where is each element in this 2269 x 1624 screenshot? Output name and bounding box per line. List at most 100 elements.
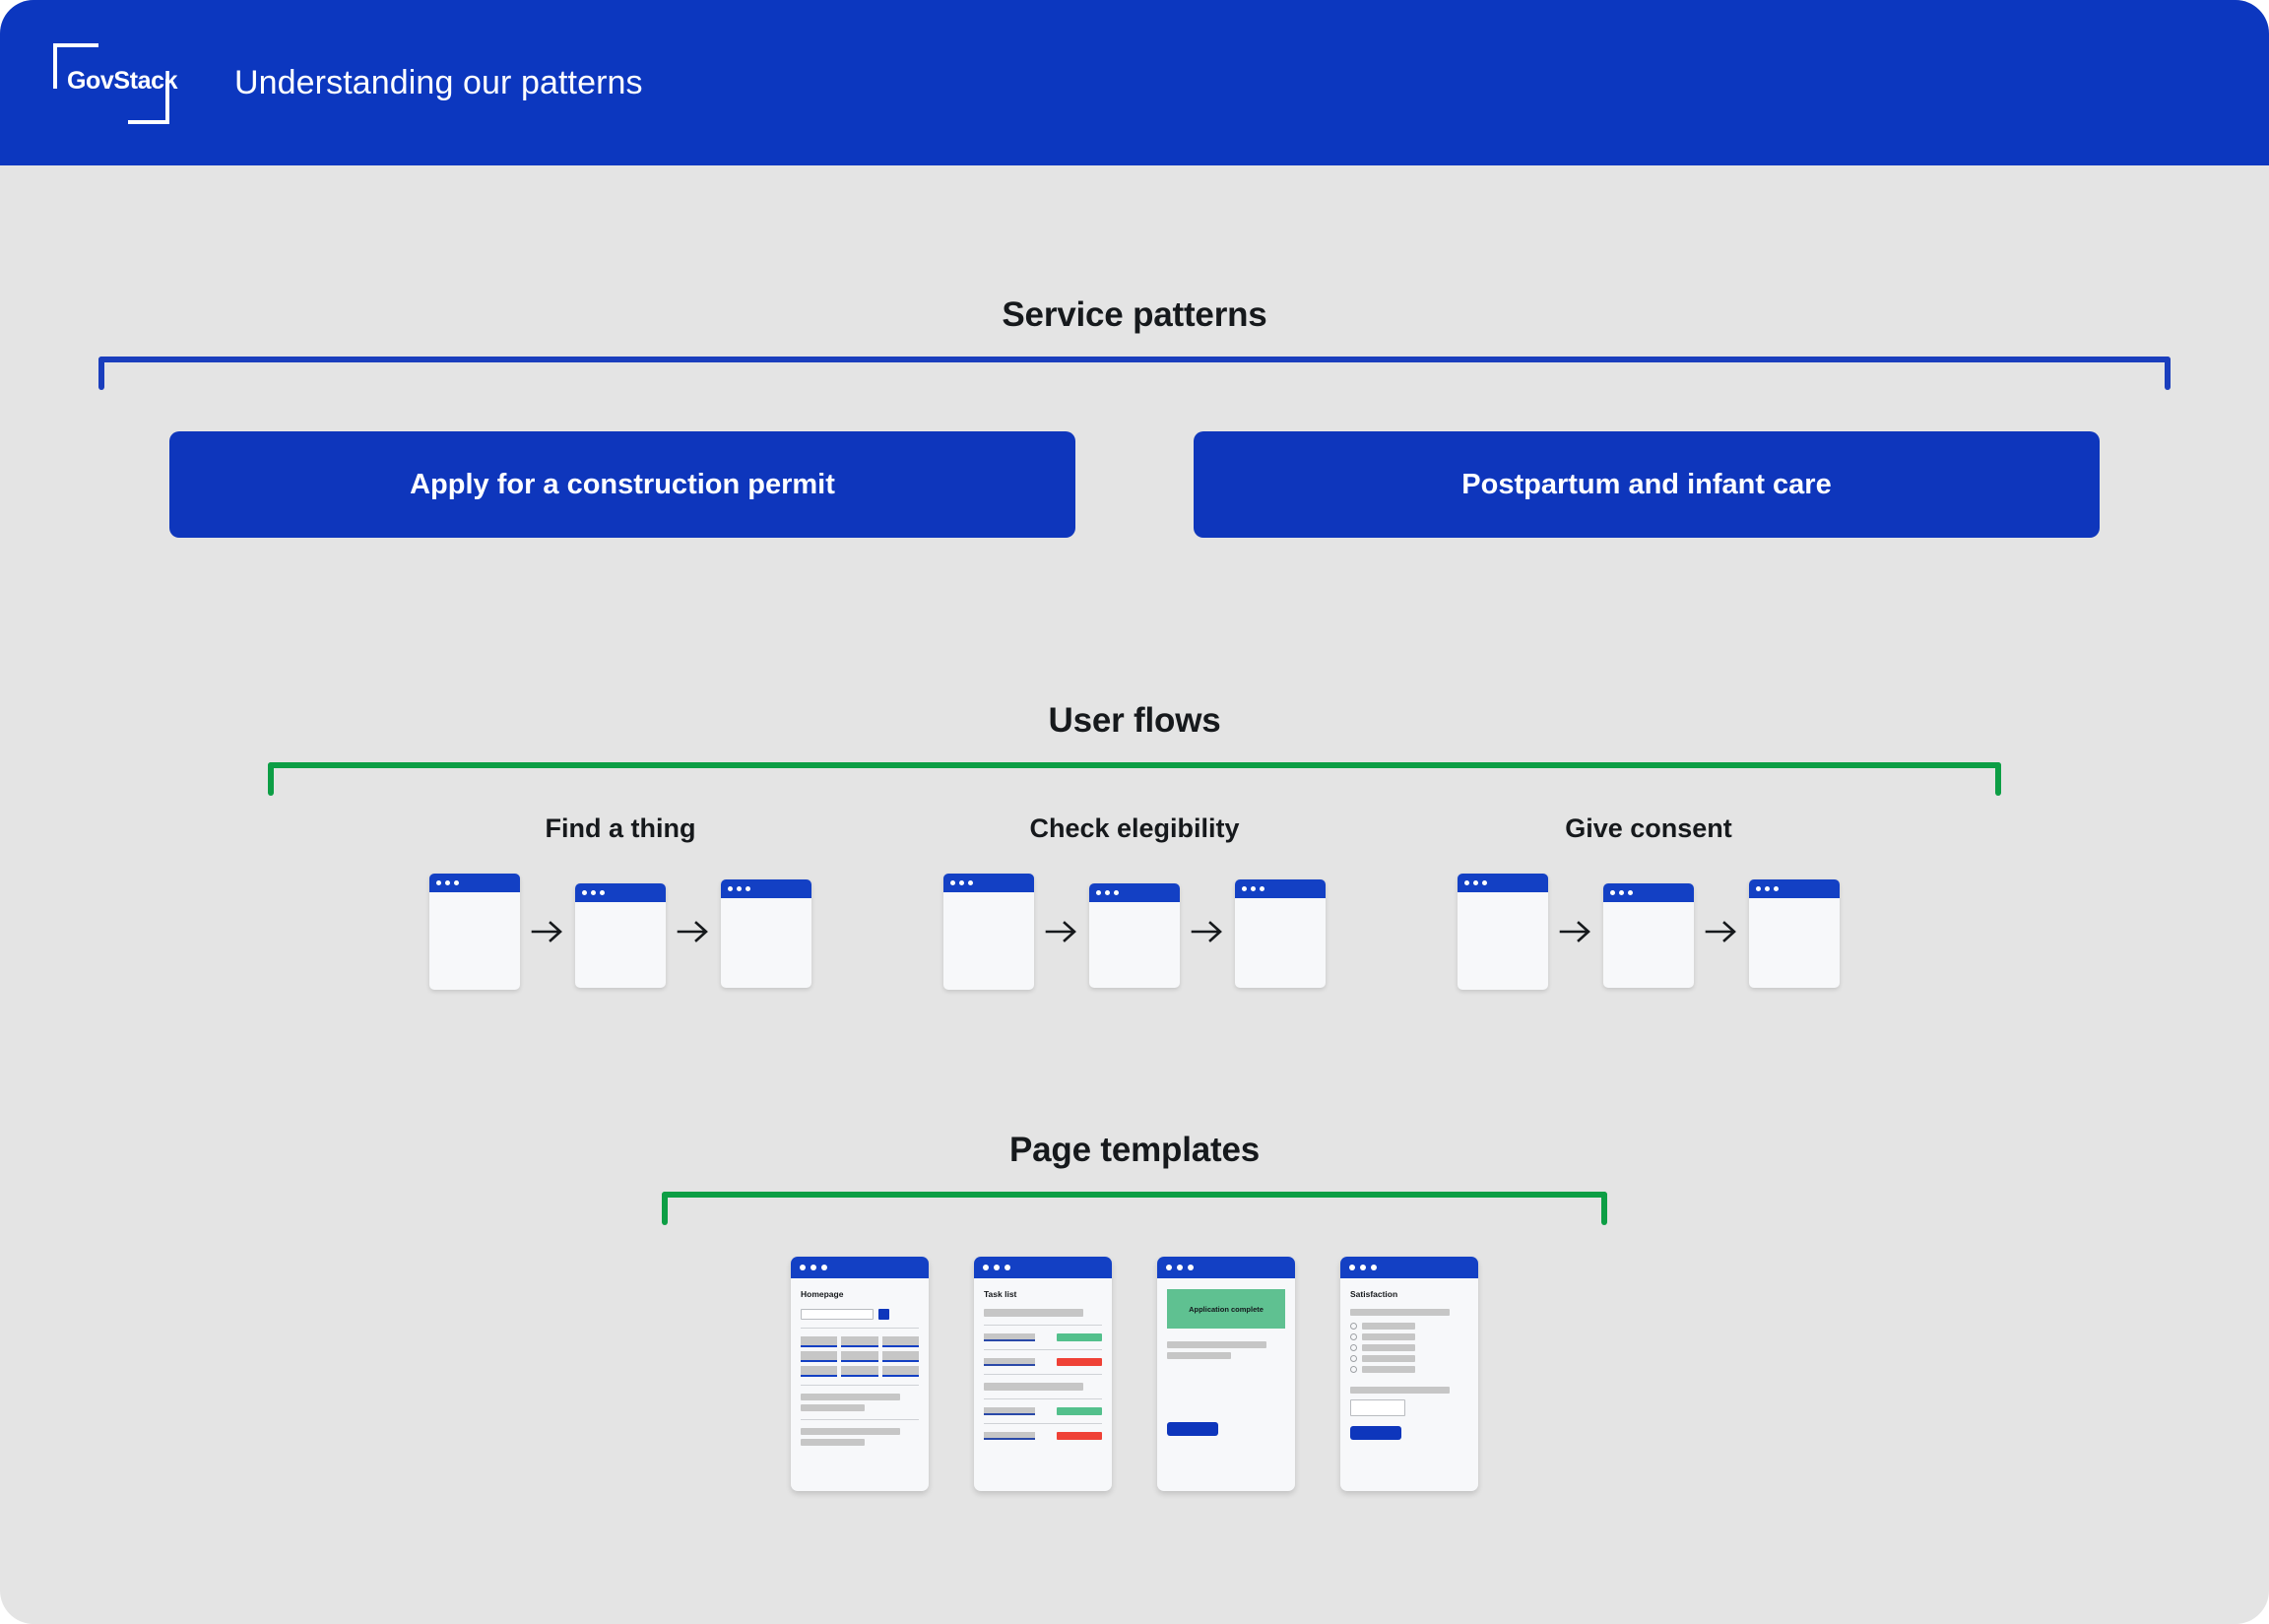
radio-button-icon[interactable] [1350, 1355, 1357, 1362]
window-dot-icon [445, 880, 450, 885]
window-dot-icon [737, 886, 742, 891]
window-titlebar [1340, 1257, 1478, 1278]
radio-option[interactable] [1350, 1355, 1468, 1362]
service-pattern-buttons: Apply for a construction permit Postpart… [169, 431, 2100, 538]
task-section-heading [984, 1309, 1083, 1317]
category-tile[interactable] [881, 1351, 919, 1362]
category-tile[interactable] [801, 1366, 838, 1377]
window-titlebar [974, 1257, 1112, 1278]
service-pattern-button-construction-permit[interactable]: Apply for a construction permit [169, 431, 1075, 538]
flow-step-window[interactable] [1749, 879, 1840, 988]
radio-button-icon[interactable] [1350, 1344, 1357, 1351]
window-dot-icon [600, 890, 605, 895]
category-tile[interactable] [841, 1351, 878, 1362]
flow-step-window[interactable] [429, 874, 520, 990]
submit-button[interactable] [1350, 1426, 1401, 1440]
window-titlebar [1235, 879, 1326, 898]
window-titlebar [791, 1257, 929, 1278]
divider [984, 1374, 1102, 1375]
comment-textarea[interactable] [1350, 1399, 1405, 1416]
flow-step-window[interactable] [575, 883, 666, 988]
flow-step-window[interactable] [721, 879, 811, 988]
divider [984, 1349, 1102, 1350]
status-badge-complete [1057, 1407, 1102, 1415]
window-titlebar [1603, 883, 1694, 902]
radio-button-icon[interactable] [1350, 1323, 1357, 1330]
flow-step-window[interactable] [1603, 883, 1694, 988]
flow-step-window[interactable] [1235, 879, 1326, 988]
task-row[interactable] [984, 1333, 1102, 1341]
radio-option-label [1362, 1333, 1415, 1340]
bracket-tick-left [268, 762, 274, 796]
window-dot-icon [1619, 890, 1624, 895]
bracket-tick-right [1601, 1192, 1607, 1225]
bracket-tick-left [98, 357, 104, 390]
user-flow-steps [423, 874, 817, 990]
flow-step-window[interactable] [1089, 883, 1180, 988]
task-link[interactable] [984, 1333, 1035, 1341]
task-link[interactable] [984, 1432, 1035, 1440]
placeholder-text-line [1167, 1352, 1231, 1359]
window-dot-icon [1628, 890, 1633, 895]
radio-option[interactable] [1350, 1366, 1468, 1373]
search-button[interactable] [878, 1309, 889, 1320]
radio-button-icon[interactable] [1350, 1366, 1357, 1373]
success-panel-label: Application complete [1189, 1304, 1264, 1314]
window-dot-icon [1464, 880, 1469, 885]
task-row[interactable] [984, 1407, 1102, 1415]
window-titlebar [721, 879, 811, 898]
category-tile[interactable] [801, 1351, 838, 1362]
radio-option[interactable] [1350, 1323, 1468, 1330]
category-tile[interactable] [841, 1336, 878, 1347]
task-link[interactable] [984, 1407, 1035, 1415]
divider [801, 1385, 919, 1386]
page-template-card-application-complete[interactable]: Application complete [1157, 1257, 1295, 1491]
continue-button[interactable] [1167, 1422, 1218, 1436]
spacer [984, 1440, 1102, 1479]
window-dot-icon [591, 890, 596, 895]
placeholder-text-line [1167, 1341, 1266, 1348]
page-title: Understanding our patterns [234, 63, 643, 101]
window-dot-icon [1188, 1265, 1194, 1270]
window-dot-icon [994, 1265, 1000, 1270]
window-dot-icon [1005, 1265, 1010, 1270]
status-badge-incomplete [1057, 1358, 1102, 1366]
user-flows-bracket [268, 762, 2001, 796]
page-template-card-task-list[interactable]: Task list [974, 1257, 1112, 1491]
search-input[interactable] [801, 1309, 874, 1320]
flow-step-window[interactable] [943, 874, 1034, 990]
user-flows-heading: User flows [1048, 701, 1221, 740]
category-tile[interactable] [881, 1336, 919, 1347]
placeholder-text-line [801, 1439, 865, 1446]
user-flow-group-give-consent: Give consent [1452, 813, 1846, 990]
page-template-card-satisfaction[interactable]: Satisfaction [1340, 1257, 1478, 1491]
bracket-tick-right [2165, 357, 2171, 390]
page-template-card-homepage[interactable]: Homepage [791, 1257, 929, 1491]
template-body: Satisfaction [1340, 1278, 1478, 1452]
task-link[interactable] [984, 1358, 1035, 1366]
flow-step-window[interactable] [1458, 874, 1548, 990]
window-dot-icon [810, 1265, 816, 1270]
question-label [1350, 1309, 1450, 1316]
window-dot-icon [983, 1265, 989, 1270]
radio-option[interactable] [1350, 1333, 1468, 1340]
task-row[interactable] [984, 1432, 1102, 1440]
bracket-bar [268, 762, 2001, 768]
radio-button-icon[interactable] [1350, 1333, 1357, 1340]
template-title: Satisfaction [1350, 1289, 1398, 1299]
service-pattern-button-postpartum-infant-care[interactable]: Postpartum and infant care [1194, 431, 2100, 538]
task-row[interactable] [984, 1358, 1102, 1366]
spacer [1167, 1363, 1285, 1422]
category-tile[interactable] [841, 1366, 878, 1377]
service-patterns-bracket [98, 357, 2171, 390]
template-title: Task list [984, 1289, 1017, 1299]
category-tile[interactable] [881, 1366, 919, 1377]
success-panel: Application complete [1167, 1289, 1285, 1329]
radio-option[interactable] [1350, 1344, 1468, 1351]
window-dot-icon [1096, 890, 1101, 895]
category-tile-grid [801, 1336, 919, 1377]
category-tile[interactable] [801, 1336, 838, 1347]
window-dot-icon [1260, 886, 1264, 891]
page-templates-section: Page templates Homepage [0, 1131, 2269, 1491]
